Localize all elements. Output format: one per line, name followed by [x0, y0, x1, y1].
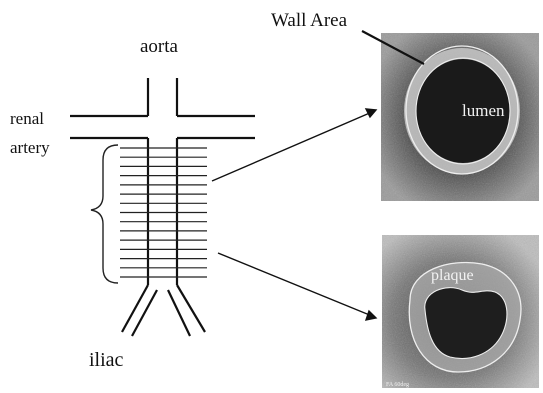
renal-label: renal	[10, 109, 44, 128]
mri-image-bottom: plaque FA 60deg	[382, 235, 539, 388]
mri-slice-lines	[120, 148, 207, 277]
wall-area-label: Wall Area	[271, 10, 348, 31]
lumen-label: lumen	[462, 101, 505, 120]
aorta-label: aorta	[140, 36, 179, 57]
iliac-right-inner	[168, 290, 190, 336]
arrow-to-top-image	[212, 112, 372, 181]
pointer-arrows	[212, 109, 376, 320]
mri-image-top: lumen	[381, 33, 539, 201]
plaque-label: plaque	[431, 267, 474, 284]
iliac-left-inner	[132, 290, 157, 336]
artery-label: artery	[10, 138, 50, 157]
arrow-head-top	[366, 109, 376, 117]
iliac-left-outer	[122, 285, 148, 332]
slice-range-brace	[91, 145, 118, 283]
arrow-to-bottom-image	[218, 253, 372, 316]
iliac-label: iliac	[89, 349, 124, 371]
arrow-head-bottom	[366, 311, 376, 320]
iliac-right-outer	[177, 285, 205, 332]
image-caption-small: FA 60deg	[386, 382, 409, 388]
